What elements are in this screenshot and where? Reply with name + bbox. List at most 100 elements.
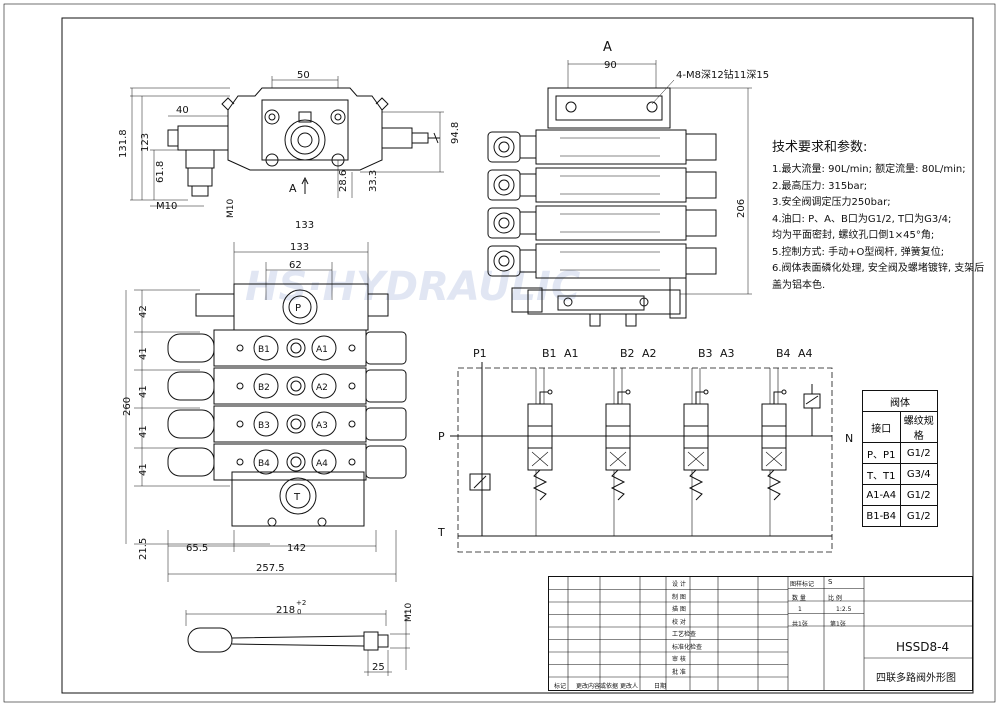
dim-41-b: 41 bbox=[138, 385, 149, 398]
dim-40: 40 bbox=[176, 105, 189, 116]
label-p1: P1 bbox=[473, 347, 487, 360]
handle-view: 218 +2 0 M10 25 bbox=[185, 599, 414, 676]
valve-spring bbox=[532, 469, 548, 501]
valve-envelope bbox=[605, 403, 631, 427]
port-b-label: B1 bbox=[258, 345, 270, 355]
top-view-cap-ring bbox=[493, 174, 515, 196]
top-view-spool bbox=[519, 249, 537, 273]
valve-lever-knob bbox=[781, 389, 787, 395]
port-a-label: A1 bbox=[316, 345, 328, 355]
plan-view-handle bbox=[167, 409, 215, 439]
label-a4: A4 bbox=[798, 347, 813, 360]
top-view-spool bbox=[519, 173, 537, 197]
dim-61-8: 61.8 bbox=[155, 161, 166, 183]
valve-lines bbox=[535, 368, 545, 536]
top-view-spring-cap bbox=[685, 133, 717, 161]
valve-cross bbox=[765, 451, 783, 467]
plan-view-bolt bbox=[348, 344, 356, 352]
top-view-section bbox=[535, 167, 687, 203]
title-block-scale-value: 1:2.5 bbox=[836, 606, 852, 613]
title-block-row-label: 工艺检查 bbox=[672, 631, 697, 638]
label-b3: B3 bbox=[698, 347, 713, 360]
top-view-spring-cap bbox=[685, 209, 717, 237]
dim-50: 50 bbox=[297, 70, 310, 81]
dim-123: 123 bbox=[140, 133, 151, 152]
port-table-cell: P、P1 bbox=[862, 442, 901, 464]
dim-142: 142 bbox=[287, 543, 306, 554]
plan-view-spring-cap bbox=[365, 445, 407, 479]
title-block-footer-label: 更改内容或依据 bbox=[576, 683, 619, 690]
plan-view-bolt bbox=[236, 344, 244, 352]
dim-133-front: 133 bbox=[295, 220, 314, 231]
top-view-cap-ring bbox=[493, 250, 515, 272]
title-block-row-label: 批 准 bbox=[672, 668, 686, 676]
label-b1: B1 bbox=[542, 347, 557, 360]
valve-lever bbox=[773, 391, 782, 404]
valve-cross bbox=[531, 451, 549, 467]
label-p: P bbox=[438, 430, 445, 443]
title-block-footer-label: 更改人 bbox=[620, 683, 639, 690]
port-b-ring bbox=[253, 449, 279, 475]
top-view-spring-cap bbox=[685, 171, 717, 199]
plan-view-spool-ring bbox=[286, 338, 306, 358]
top-view-cap-core bbox=[498, 141, 510, 153]
port-a-label: A4 bbox=[316, 459, 328, 469]
label-a2: A2 bbox=[642, 347, 657, 360]
plan-view-bolt bbox=[236, 458, 244, 466]
specs-title: 技术要求和参数: bbox=[772, 140, 868, 155]
top-view-cap-core bbox=[498, 179, 510, 191]
port-a-ring bbox=[311, 449, 337, 475]
valve-lines bbox=[691, 368, 701, 536]
top-view: A 90 4-M8深12钻11深15 206 bbox=[487, 40, 769, 327]
spec-line: 3.安全阀调定压力250bar; bbox=[772, 197, 891, 208]
bolt-spec: 4-M8深12钻11深15 bbox=[676, 68, 769, 81]
label-a3: A3 bbox=[720, 347, 735, 360]
top-view-cap-core bbox=[498, 255, 510, 267]
plan-view-handle bbox=[167, 447, 215, 477]
top-view-spool bbox=[519, 135, 537, 159]
port-table-cell: G1/2 bbox=[899, 484, 938, 506]
title-block-row-label: 校 对 bbox=[672, 618, 686, 626]
port-a-ring bbox=[311, 373, 337, 399]
label-b2: B2 bbox=[620, 347, 635, 360]
spec-line: 5.控制方式: 手动+O型阀杆, 弹簧复位; bbox=[772, 246, 945, 258]
spec-line: 1.最大流量: 90L/min; 额定流量: 80L/min; bbox=[772, 164, 966, 175]
port-table-cell: A1-A4 bbox=[862, 484, 901, 506]
spec-line: 2.最高压力: 315bar; bbox=[772, 180, 868, 192]
port-table-cell: G3/4 bbox=[899, 463, 938, 485]
title-block-qty-value: 1 bbox=[798, 606, 802, 613]
port-t: T bbox=[293, 492, 301, 503]
dim-206: 206 bbox=[736, 199, 747, 218]
valve-envelope bbox=[683, 425, 709, 449]
valve-envelope bbox=[527, 403, 553, 427]
plan-view-spool-core bbox=[290, 380, 302, 392]
title-block-footer-label: 日期 bbox=[654, 683, 667, 690]
dim-90: 90 bbox=[604, 60, 617, 71]
port-a-label: A2 bbox=[316, 383, 328, 393]
spec-line: 均为平面密封, 螺纹孔口倒1×45°角; bbox=[772, 230, 935, 241]
valve-spring bbox=[610, 469, 626, 501]
valve-envelope bbox=[683, 403, 709, 427]
title-block-scale-label: 比 例 bbox=[828, 595, 842, 602]
valve-lever-knob bbox=[703, 389, 709, 395]
port-p: P bbox=[295, 303, 301, 314]
dim-131-8: 131.8 bbox=[118, 129, 129, 158]
dim-42: 42 bbox=[138, 305, 149, 318]
plan-view-spool-ring bbox=[286, 452, 306, 472]
title-block-stage-label: 图样标记 bbox=[790, 581, 815, 588]
label-t: T bbox=[437, 526, 445, 539]
inner-frame bbox=[61, 17, 974, 694]
top-view-section-lines bbox=[560, 251, 660, 271]
top-view-section bbox=[535, 129, 687, 165]
spec-line: 盖为铝本色. bbox=[772, 279, 826, 291]
plan-view-bolt bbox=[236, 420, 244, 428]
valve-lever-knob bbox=[625, 389, 631, 395]
dim-133-plan: 133 bbox=[290, 242, 309, 253]
dim-m10-v: M10 bbox=[226, 199, 236, 218]
port-a-ring bbox=[311, 335, 337, 361]
view-a-label: A bbox=[603, 40, 612, 55]
valve-cross bbox=[609, 451, 627, 467]
handle-25: 25 bbox=[372, 662, 385, 673]
